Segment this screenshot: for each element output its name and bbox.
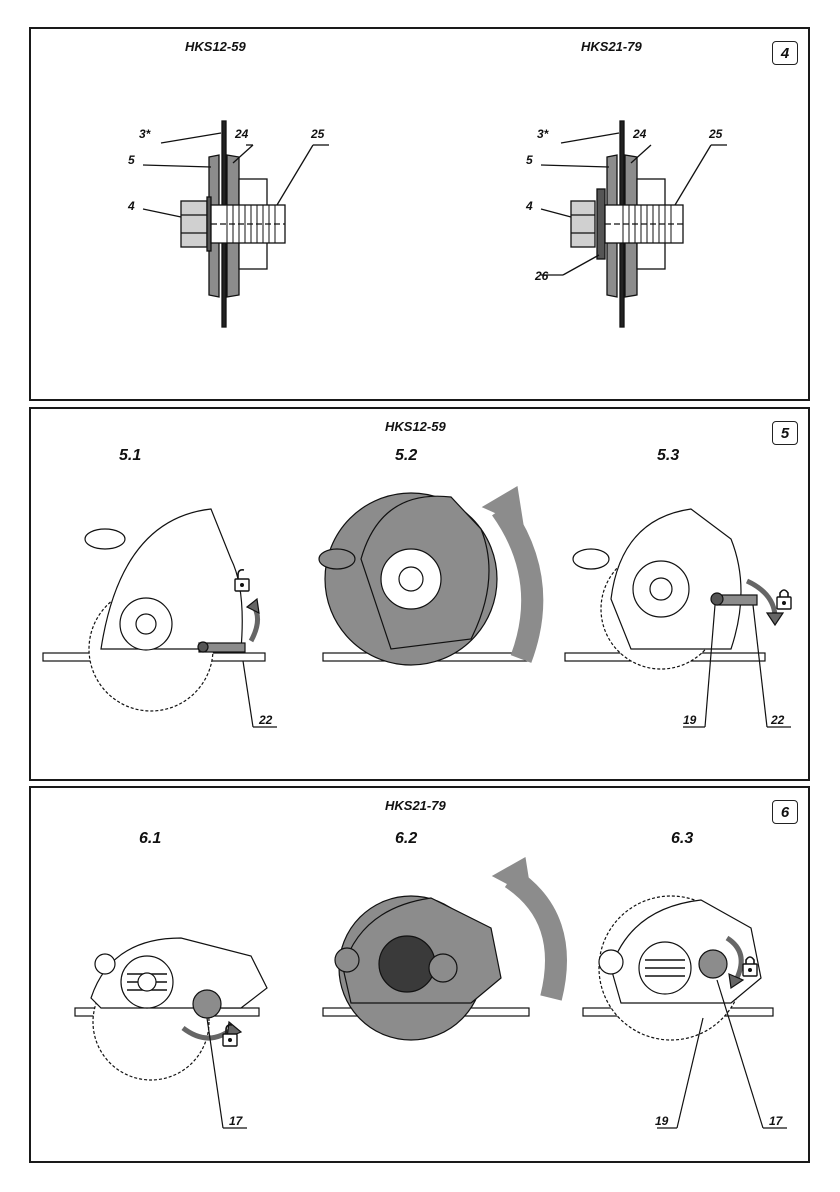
padlock-open-icon [223, 1025, 237, 1046]
figure-panel-5: 5 HKS12-59 5.1 5.2 5.3 [29, 407, 810, 781]
figure-panel-6: 6 HKS21-79 6.1 6.2 6.3 [29, 786, 810, 1163]
part-label-25: 25 [709, 127, 722, 141]
part-label-5: 5 [526, 153, 533, 167]
part-label-19: 19 [683, 713, 696, 727]
part-label-17: 17 [229, 1114, 242, 1128]
part-label-22: 22 [259, 713, 272, 727]
part-label-3: 3* [537, 127, 548, 141]
part-label-24: 24 [633, 127, 646, 141]
padlock-closed-icon [777, 590, 791, 609]
part-label-4: 4 [526, 199, 533, 213]
part-label-26: 26 [535, 269, 548, 283]
part-label-19: 19 [655, 1114, 668, 1128]
padlock-open-icon [235, 570, 249, 591]
padlock-closed-icon [743, 957, 757, 976]
figure-panel-4: 4 HKS12-59 HKS21-79 [29, 27, 810, 401]
blade-flange-drawing-right [31, 29, 812, 403]
part-label-17: 17 [769, 1114, 782, 1128]
part-label-22: 22 [771, 713, 784, 727]
